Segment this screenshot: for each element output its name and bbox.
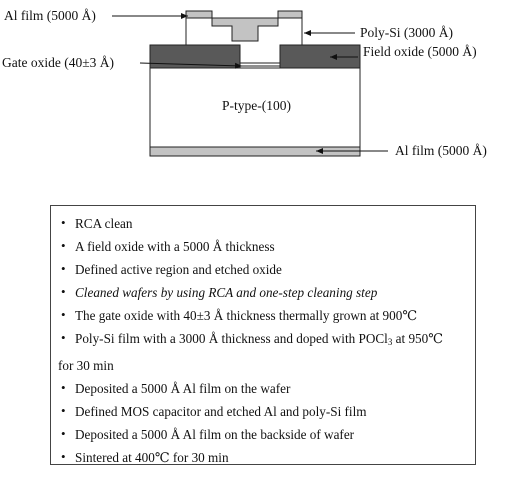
top-al-film-fill [185, 10, 303, 42]
process-step: •Deposited a 5000 Å Al film on the wafer [61, 380, 291, 396]
process-steps-list: •RCA clean •A field oxide with a 5000 Å … [51, 206, 475, 469]
bullet-icon: • [61, 380, 66, 395]
process-step: •Sintered at 400℃ for 30 min [61, 449, 229, 465]
gate-oxide-arrow [139, 62, 243, 69]
substrate-label: P-type-(100) [222, 98, 291, 113]
process-step: •Deposited a 5000 Å Al film on the backs… [61, 426, 355, 442]
process-step: •Defined active region and etched oxide [61, 261, 282, 277]
process-step: •RCA clean [61, 215, 133, 231]
process-step: •A field oxide with a 5000 Å thickness [61, 238, 275, 254]
bullet-icon: • [61, 449, 66, 464]
mos-cross-section-diagram: Al film (5000 Å) Poly-Si (3000 Å) Field … [2, 8, 487, 158]
bullet-icon: • [61, 330, 66, 345]
process-step: •Defined MOS capacitor and etched Al and… [61, 403, 367, 419]
bullet-icon: • [61, 284, 66, 299]
bullet-icon: • [61, 261, 66, 276]
process-step: •The gate oxide with 40±3 Å thickness th… [61, 307, 418, 323]
process-step: •Poly-Si film with a 3000 Å thickness an… [58, 330, 443, 373]
field-oxide-label: Field oxide (5000 Å) [363, 44, 477, 59]
bullet-icon: • [61, 426, 66, 441]
poly-si-label: Poly-Si (3000 Å) [360, 25, 453, 40]
bullet-icon: • [61, 238, 66, 253]
bullet-icon: • [61, 215, 66, 230]
process-step: •Cleaned wafers by using RCA and one-ste… [61, 284, 378, 300]
al-film-top-label: Al film (5000 Å) [4, 8, 96, 23]
process-steps-box: •RCA clean •A field oxide with a 5000 Å … [50, 205, 476, 465]
p-type-substrate [149, 67, 361, 148]
bullet-icon: • [61, 403, 66, 418]
gate-oxide-label: Gate oxide (40±3 Å) [2, 55, 114, 70]
bullet-icon: • [61, 307, 66, 322]
al-film-bottom-label: Al film (5000 Å) [395, 143, 487, 158]
